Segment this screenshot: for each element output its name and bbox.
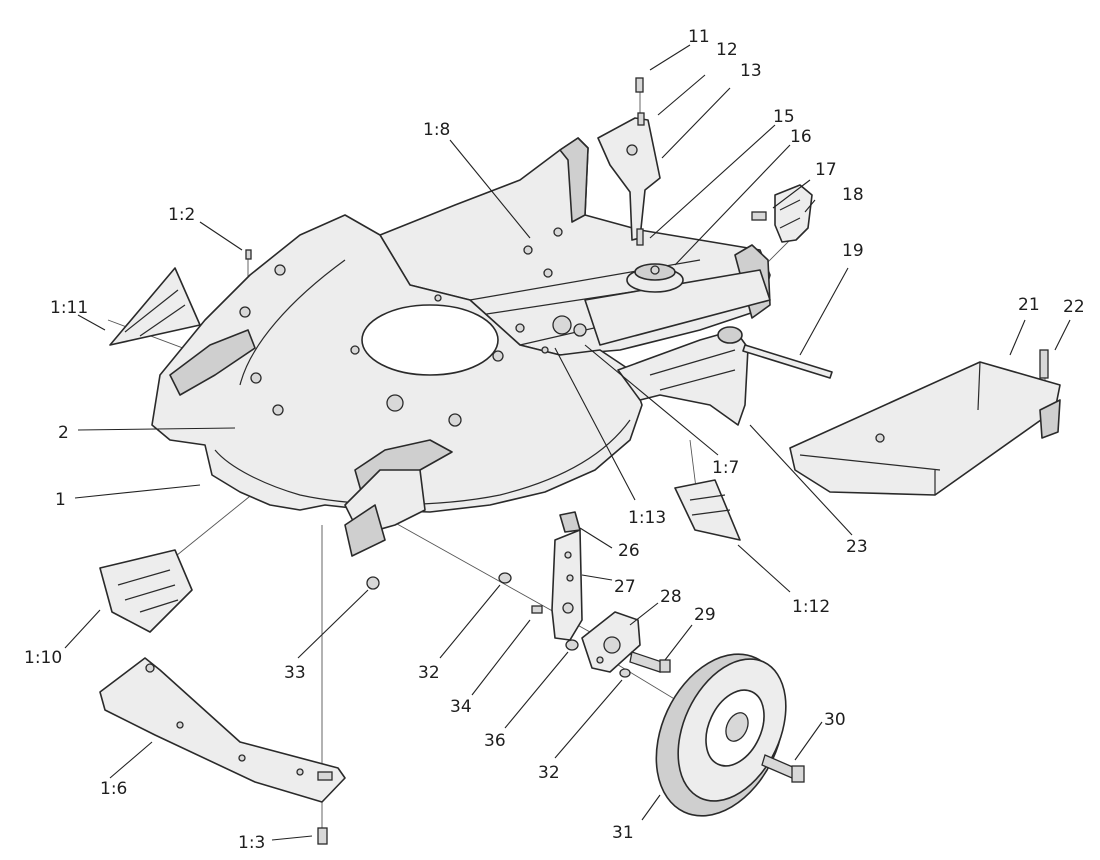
callout-33: 33 <box>284 663 306 683</box>
callout-1-8: 1:8 <box>423 120 450 140</box>
washers <box>498 572 631 678</box>
callout-30: 30 <box>824 710 846 730</box>
callout-18: 18 <box>842 185 864 205</box>
callout-31: 31 <box>612 823 634 843</box>
callout-13: 13 <box>740 61 762 81</box>
wheel-adjuster-plate <box>551 511 583 641</box>
callout-1-2: 1:2 <box>168 205 195 225</box>
baffle-1-10 <box>99 549 193 633</box>
callout-28: 28 <box>660 587 682 607</box>
mower-deck <box>151 214 643 557</box>
callout-23: 23 <box>846 537 868 557</box>
callout-21: 21 <box>1018 295 1040 315</box>
callout-1-3: 1:3 <box>238 833 265 853</box>
bolt-30 <box>761 754 805 783</box>
callout-11: 11 <box>688 27 710 47</box>
right-bracket <box>751 184 813 243</box>
small-hardware <box>245 249 380 845</box>
callout-1-6: 1:6 <box>100 779 127 799</box>
wheel <box>655 653 787 817</box>
left-front-bumper <box>169 329 256 396</box>
callout-1-11: 1:11 <box>50 298 88 318</box>
callout-29: 29 <box>694 605 716 625</box>
callout-12: 12 <box>716 40 738 60</box>
callout-26: 26 <box>618 541 640 561</box>
callout-1: 1 <box>55 490 66 510</box>
top-bracket <box>597 77 661 246</box>
cover-plate <box>789 349 1061 496</box>
leader-lines <box>64 44 1071 841</box>
height-adjust-hardware <box>515 227 587 354</box>
bolt-29 <box>629 651 671 673</box>
callout-1-13: 1:13 <box>628 508 666 528</box>
callout-15: 15 <box>773 107 795 127</box>
callout-1-10: 1:10 <box>24 648 62 668</box>
callout-2: 2 <box>58 423 69 443</box>
callout-1-7: 1:7 <box>712 458 739 478</box>
pulley-assembly <box>626 263 684 293</box>
callout-34: 34 <box>450 697 472 717</box>
callout-labels: 11 12 13 15 16 17 18 19 21 22 1:8 1:2 1:… <box>24 27 1085 853</box>
callout-19: 19 <box>842 241 864 261</box>
deck-opening <box>361 304 499 376</box>
callout-17: 17 <box>815 160 837 180</box>
callout-22: 22 <box>1063 297 1085 317</box>
baffle-1-12 <box>674 479 741 541</box>
bar-1-6 <box>99 657 346 803</box>
side-discharge-chute <box>617 326 749 426</box>
callout-32-a: 32 <box>418 663 440 683</box>
callout-32-b: 32 <box>538 763 560 783</box>
callout-16: 16 <box>790 127 812 147</box>
callout-36: 36 <box>484 731 506 751</box>
wheel-bracket <box>581 611 641 673</box>
callout-1-12: 1:12 <box>792 597 830 617</box>
baffle-1-11 <box>109 267 201 346</box>
rod <box>742 344 833 379</box>
callout-27: 27 <box>614 577 636 597</box>
